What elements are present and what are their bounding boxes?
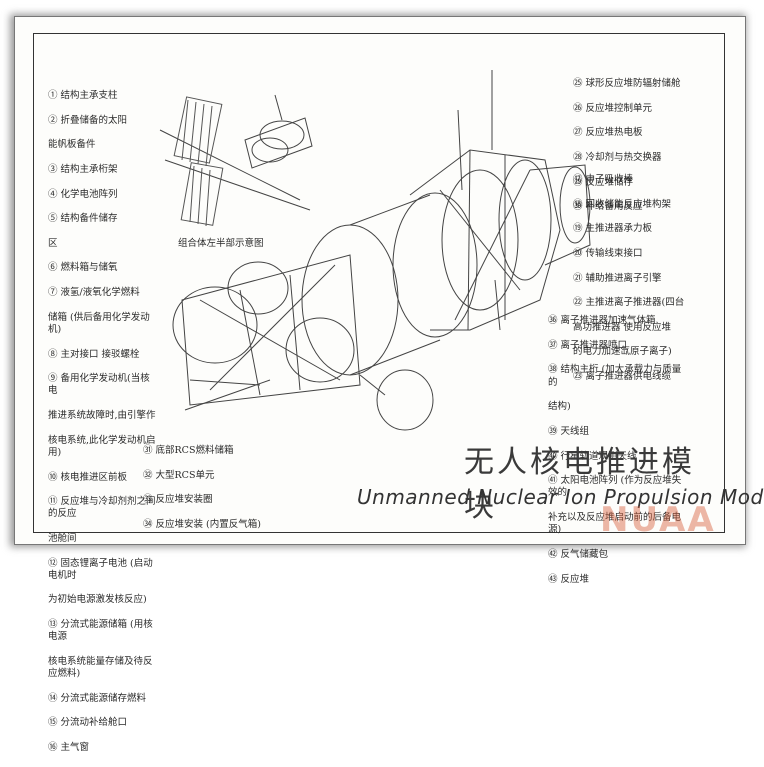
list-item: ㉚ 补给备用反应	[573, 201, 643, 213]
list-item: 储箱 (供后备用化学发动机)	[48, 311, 150, 335]
list-item: ㉜ 大型RCS单元	[143, 469, 215, 481]
list-item: ⑱ 回收储能反应堆构架	[573, 198, 672, 210]
list-item: ① 结构主承支柱	[48, 90, 118, 102]
list-item: ㉙ 反应堆储存	[573, 176, 634, 188]
list-item: ⑤ 结构备件储存	[48, 213, 118, 225]
list-item: 推进系统故障时,由引擎作	[48, 410, 156, 422]
assembly-sketch	[159, 94, 313, 227]
list-item: ㉘ 冷却剂与热交换器	[573, 152, 662, 164]
list-item: ㉝ 反应堆安装圈	[143, 494, 213, 506]
component-list-right-top: ㉕ 球形反应堆防辐射储舱 ㉖ 反应堆控制单元 ㉗ 反应堆热电板 ㉘ 冷却剂与热交…	[573, 66, 691, 226]
component-list-left: ① 结构主承支柱 ② 折叠储备的太阳 能帆板备件 ③ 结构主承桁架 ④ 化学电池…	[48, 78, 158, 767]
list-item: ⑧ 主对接口 接驳螺栓	[48, 348, 140, 360]
list-item: ㉓ 离子推进器供电线缆	[573, 371, 672, 383]
watermark-logo: NUAA	[600, 500, 716, 540]
list-item: ⑩ 核电推进区前板	[48, 471, 128, 483]
list-item: ㉗ 反应堆热电板	[573, 127, 643, 139]
list-item: ㉖ 反应堆控制单元	[573, 102, 653, 114]
list-item: ⑮ 分流动补给舱口	[48, 717, 128, 729]
list-item: 高功推进器 使用反应堆	[573, 321, 672, 333]
component-list-right-middle: ⑰ 中子吸收棒 ⑱ 回收储能反应堆构架 ⑲ 主推进器承力板 ⑳ 传输线束接口 ㉑…	[573, 162, 691, 396]
list-item: ㊱ 离子推进器加速气体箱	[548, 315, 656, 327]
list-item: ㊴ 天线组	[548, 425, 590, 437]
paper-sheet	[14, 16, 746, 545]
list-item: ⑯ 主气窗	[48, 742, 90, 754]
title-chinese: 无人核电推进模块	[464, 445, 695, 524]
list-item: ㊵ 行星轨道观测天线	[548, 450, 637, 462]
list-item: ㊷ 反气储藏包	[548, 548, 609, 560]
list-item: ④ 化学电池阵列	[48, 188, 118, 200]
list-item: 能帆板备件	[48, 139, 96, 151]
list-item: 补充以及反应堆启动前的后备电源)	[548, 512, 682, 536]
list-item: 结构)	[548, 401, 571, 413]
list-item: 区	[48, 237, 58, 249]
list-item: ⑫ 固态锂离子电池 (启动电机时	[48, 557, 153, 581]
list-item: 的电力加速氙原子离子)	[573, 346, 672, 358]
list-item: ⑲ 主推进器承力板	[573, 223, 653, 235]
propulsion-module-sketch	[172, 70, 591, 431]
list-item: ⑰ 中子吸收棒	[573, 174, 634, 186]
list-item: ② 折叠储备的太阳	[48, 114, 128, 126]
list-item: 为初始电源激发核反应)	[48, 594, 147, 606]
list-item: ㊸ 反应堆	[548, 573, 590, 585]
list-item: ㉒ 主推进离子推进器(四台	[573, 297, 685, 309]
list-item: 核电系统,此化学发动机启用)	[48, 434, 156, 458]
assembly-caption: 组合体左半部示意图	[178, 238, 264, 249]
list-item: ⑳ 传输线束接口	[573, 248, 643, 260]
list-item: ⑦ 液氢/液氧化学燃料	[48, 287, 140, 299]
title-english: Unmanned Nuclear Ion Propulsion Module	[357, 485, 764, 509]
component-list-bottom: ㉛ 底部RCS燃料储箱 ㉜ 大型RCS单元 ㉝ 反应堆安装圈 ㉞ 反应堆安装 (…	[143, 433, 293, 544]
list-item: ⑥ 燃料箱与储氧	[48, 262, 118, 274]
list-item: ㉕ 球形反应堆防辐射储舱	[573, 78, 681, 90]
module-sketch	[159, 70, 591, 431]
list-item: ⑨ 备用化学发动机(当核电	[48, 373, 150, 397]
list-item: ㊲ 离子推进器喷口	[548, 339, 628, 351]
list-item: ㉑ 辅助推进离子引擎	[573, 272, 662, 284]
list-item: ③ 结构主承桁架	[48, 164, 118, 176]
list-item: ㊳ 结构主桁 (加大承载力与质量的	[548, 364, 682, 388]
list-item: ㊶ 太阳电池阵列 (作为反应堆失效的	[548, 475, 682, 499]
drawing-border	[33, 33, 725, 533]
list-item: ⑭ 分流式能源储存燃料	[48, 692, 147, 704]
list-item: ㉞ 反应堆安装 (内置反气箱)	[143, 519, 261, 531]
list-item: 池舱间	[48, 532, 77, 544]
list-item: ⑪ 反应堆与冷却剂剂之间的反应	[48, 496, 156, 520]
list-item: ⑬ 分流式能源储箱 (用核电源	[48, 619, 153, 643]
list-item: ㉛ 底部RCS燃料储箱	[143, 445, 234, 457]
list-item: 核电系统能量存储及待反应燃料)	[48, 655, 153, 680]
